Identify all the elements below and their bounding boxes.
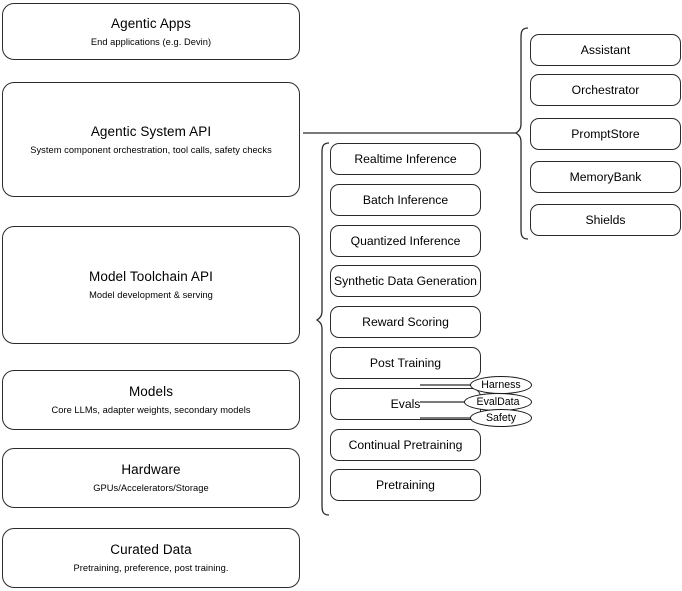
system-item-label: PromptStore [571,127,640,141]
toolchain-item-realtime-inference[interactable]: Realtime Inference [330,143,481,175]
layer-agentic-system-api[interactable]: Agentic System API System component orch… [2,82,300,197]
toolchain-item-label: Quantized Inference [350,234,461,248]
layer-title: Agentic Apps [110,15,191,31]
layer-title: Model Toolchain API [89,269,213,284]
evals-badge-label: Harness [481,379,521,391]
evals-badge-label: Safety [485,412,517,424]
system-item-label: Shields [585,213,626,227]
toolchain-item-label: Post Training [369,356,442,370]
toolchain-item-synthetic-data-generation[interactable]: Synthetic Data Generation [330,265,481,297]
brace-toolchain-components [315,142,330,516]
system-item-label: Assistant [580,43,631,57]
layer-hardware[interactable]: Hardware GPUs/Accelerators/Storage [2,448,300,508]
system-item-memorybank[interactable]: MemoryBank [530,161,681,193]
toolchain-item-pretraining[interactable]: Pretraining [330,469,481,501]
layer-subtitle: System component orchestration, tool cal… [30,144,272,155]
toolchain-item-label: Synthetic Data Generation [334,274,477,288]
layer-curated-data[interactable]: Curated Data Pretraining, preference, po… [2,528,300,588]
toolchain-item-post-training[interactable]: Post Training [330,347,481,379]
toolchain-item-label: Reward Scoring [362,315,449,329]
layer-subtitle: Pretraining, preference, post training. [73,563,229,573]
system-item-assistant[interactable]: Assistant [530,34,681,66]
toolchain-item-reward-scoring[interactable]: Reward Scoring [330,306,481,338]
system-item-orchestrator[interactable]: Orchestrator [530,74,681,106]
toolchain-item-quantized-inference[interactable]: Quantized Inference [330,225,481,257]
layer-title: Models [128,384,174,399]
layer-subtitle: End applications (e.g. Devin) [90,36,212,47]
layer-subtitle: Core LLMs, adapter weights, secondary mo… [51,405,251,415]
toolchain-item-continual-pretraining[interactable]: Continual Pretraining [330,429,481,461]
layer-models[interactable]: Models Core LLMs, adapter weights, secon… [2,370,300,430]
system-item-shields[interactable]: Shields [530,204,681,236]
toolchain-item-batch-inference[interactable]: Batch Inference [330,184,481,216]
layer-model-toolchain-api[interactable]: Model Toolchain API Model development & … [2,226,300,344]
system-item-label: MemoryBank [569,170,642,184]
system-item-label: Orchestrator [571,83,640,97]
evals-badge-label: EvalData [476,396,520,408]
layer-subtitle: GPUs/Accelerators/Storage [93,483,209,493]
toolchain-item-label: Batch Inference [362,193,449,207]
brace-system-components [514,27,529,240]
toolchain-item-label: Evals [390,397,421,411]
evals-badge-safety[interactable]: Safety [470,409,532,427]
toolchain-item-evals[interactable]: Evals [330,388,481,420]
system-item-promptstore[interactable]: PromptStore [530,118,681,150]
layer-title: Hardware [121,462,181,477]
toolchain-item-label: Pretraining [376,478,435,492]
toolchain-item-label: Continual Pretraining [348,438,463,452]
layer-subtitle: Model development & serving [89,290,213,300]
layer-title: Curated Data [110,542,192,557]
evals-badge-harness[interactable]: Harness [470,376,532,394]
layer-title: Agentic System API [90,123,212,139]
toolchain-item-label: Realtime Inference [354,152,457,166]
layer-agentic-apps[interactable]: Agentic Apps End applications (e.g. Devi… [2,3,300,60]
